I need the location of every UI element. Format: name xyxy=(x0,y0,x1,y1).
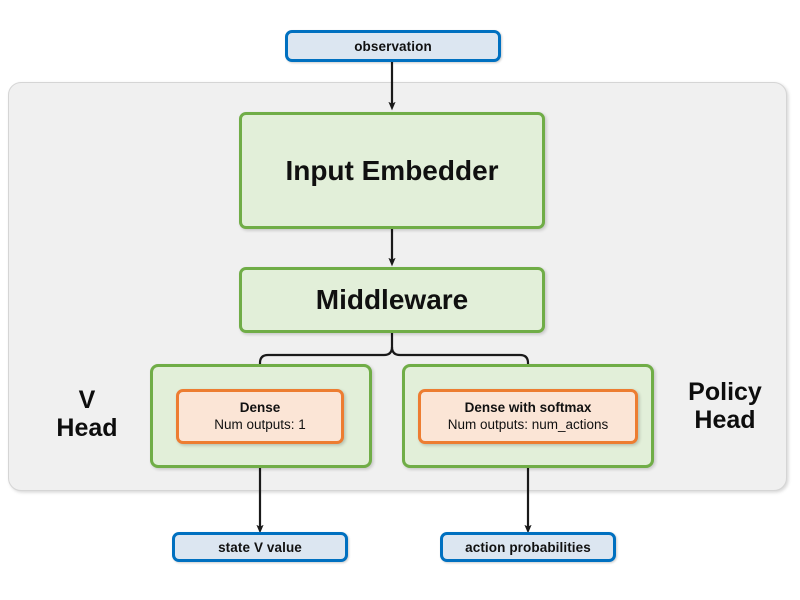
node-input-embedder[interactable]: Input Embedder xyxy=(239,112,545,229)
node-middleware[interactable]: Middleware xyxy=(239,267,545,333)
node-state-v-value-label: state V value xyxy=(218,539,302,555)
node-middleware-label: Middleware xyxy=(315,284,469,315)
label-policy-head: Policy Head xyxy=(688,378,762,434)
node-observation-label: observation xyxy=(354,38,432,54)
label-v-head: V Head xyxy=(56,386,118,442)
node-v-head-dense-title: Dense xyxy=(239,399,281,415)
node-v-head-dense-subtitle: Num outputs: 1 xyxy=(214,416,306,432)
node-policy-head-dense-subtitle: Num outputs: num_actions xyxy=(447,416,609,432)
node-state-v-value[interactable]: state V value xyxy=(172,532,348,562)
node-action-probabilities-label: action probabilities xyxy=(465,539,591,555)
node-policy-head-dense-title: Dense with softmax xyxy=(464,399,592,415)
node-action-probabilities[interactable]: action probabilities xyxy=(440,532,616,562)
node-v-head-dense[interactable]: Dense Num outputs: 1 xyxy=(176,389,344,444)
node-policy-head-dense[interactable]: Dense with softmax Num outputs: num_acti… xyxy=(418,389,638,444)
node-observation[interactable]: observation xyxy=(285,30,501,62)
node-input-embedder-label: Input Embedder xyxy=(285,154,499,186)
